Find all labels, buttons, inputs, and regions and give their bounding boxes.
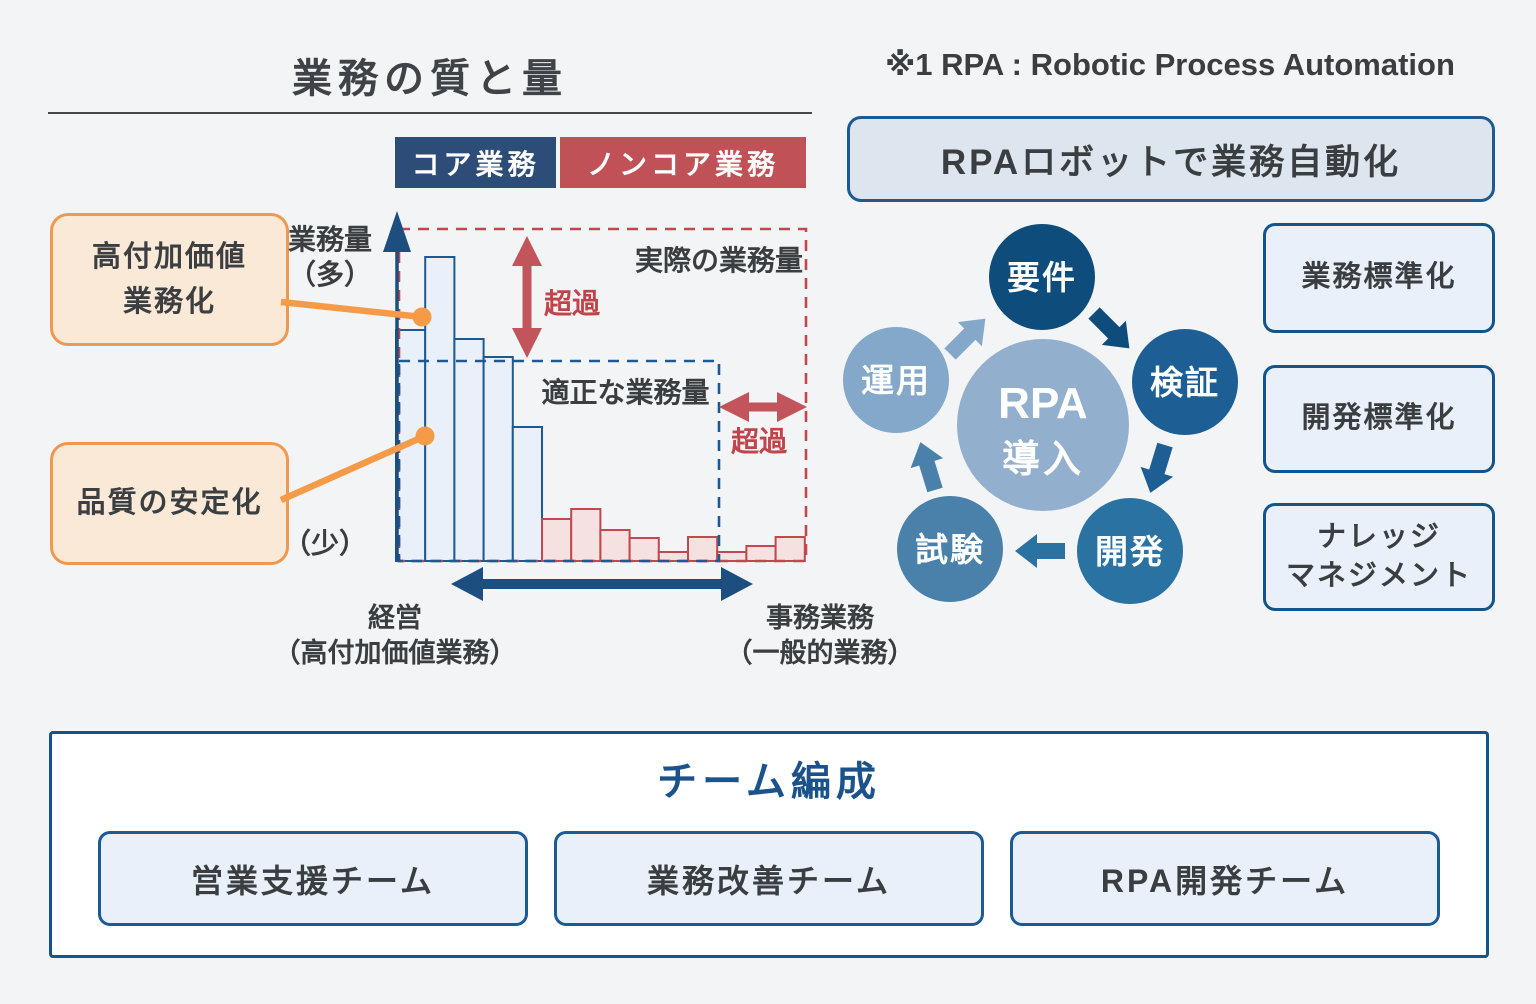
rpa-center-label: 導入 <box>1002 439 1084 481</box>
cycle-arrow <box>944 318 986 360</box>
noncore-bar <box>599 529 631 562</box>
actual-workload-dashed-box <box>397 227 808 563</box>
cycle-step-label: 運用 <box>861 362 931 399</box>
noncore-bar <box>716 551 748 562</box>
callout-quality-stability: 品質の安定化 <box>50 442 289 565</box>
title-underline <box>48 112 812 114</box>
actual-workload-label: 実際の業務量 <box>634 245 803 276</box>
x-axis-label-left: 経営 （高付加価値業務） <box>273 603 517 669</box>
noncore-bar <box>570 508 602 562</box>
legend-core-badge: コア業務 <box>395 137 556 188</box>
cycle-step-circle <box>1132 329 1238 435</box>
excess-vertical-arrowhead-down <box>512 328 542 358</box>
team-box-sales-support: 営業支援チーム <box>98 831 528 926</box>
appropriate-workload-label: 適正な業務量 <box>541 377 710 408</box>
side-box-dev-standardization: 開発標準化 <box>1263 365 1495 473</box>
callout-line: 高付加価値 <box>91 240 247 273</box>
team-section-title: チーム編成 <box>657 760 881 804</box>
excess-vertical-arrowhead-up <box>512 236 542 266</box>
rpa-center-label: RPA <box>998 379 1088 428</box>
callout-high-value-work: 高付加価値 業務化 <box>50 213 289 346</box>
noncore-bar <box>774 536 806 562</box>
noncore-bar <box>745 545 777 562</box>
team-box-process-improvement: 業務改善チーム <box>554 831 984 926</box>
noncore-bar <box>628 537 660 562</box>
team-box-rpa-development: RPA開発チーム <box>1010 831 1440 926</box>
y-axis-label-bottom: （少） <box>282 528 367 559</box>
core-bar <box>453 338 485 562</box>
cycle-arrow <box>910 442 944 493</box>
cycle-arrow <box>1015 534 1065 568</box>
workload-chart-svg <box>279 211 808 601</box>
cycle-step-circle <box>989 224 1095 330</box>
callout-line: 業務化 <box>122 285 216 318</box>
cycle-step-label: 開発 <box>1095 533 1165 570</box>
callout-connector-line <box>279 433 427 503</box>
x-range-arrowhead-right <box>721 567 753 601</box>
cycle-step-circle <box>843 327 949 433</box>
legend-noncore-badge: ノンコア業務 <box>560 137 806 188</box>
core-bar <box>424 256 456 562</box>
excess-horizontal-arrowhead-right <box>777 392 807 422</box>
cycle-step-circle <box>1077 498 1183 604</box>
cycle-step-label: 要件 <box>1007 259 1077 296</box>
side-box-business-standardization: 業務標準化 <box>1263 223 1495 333</box>
team-section: チーム編成 営業支援チーム 業務改善チーム RPA開発チーム <box>49 731 1489 958</box>
x-axis-label-right: 事務業務 （一般的業務） <box>725 603 915 669</box>
y-axis-label-top: 業務量 （多） <box>287 224 372 290</box>
rpa-center-circle <box>957 339 1129 511</box>
cycle-step-circle <box>897 496 1003 602</box>
callout-connector-dot <box>415 426 435 446</box>
noncore-bar <box>541 518 573 562</box>
excess-horizontal-label: 超過 <box>731 426 788 457</box>
left-chart-title: 業務の質と量 <box>292 57 568 101</box>
team-row: 営業支援チーム 業務改善チーム RPA開発チーム <box>98 831 1440 926</box>
core-bar <box>482 356 514 562</box>
noncore-bar <box>657 551 689 562</box>
y-axis-arrowhead <box>383 211 411 252</box>
callout-connector-dot <box>412 307 432 327</box>
cycle-step-label: 試験 <box>915 531 985 568</box>
x-range-arrowhead-left <box>451 567 483 601</box>
cycle-arrow <box>1088 307 1130 349</box>
noncore-bar <box>687 536 719 562</box>
appropriate-workload-dashed-box <box>397 359 721 563</box>
excess-vertical-label: 超過 <box>544 288 601 319</box>
side-box-knowledge-management: ナレッジ マネジメント <box>1263 503 1495 611</box>
cycle-step-label: 検証 <box>1150 364 1220 401</box>
callout-connector-line <box>280 298 423 321</box>
cycle-arrow <box>1140 442 1174 493</box>
callout-line: 品質の安定化 <box>76 487 263 520</box>
rpa-banner: RPAロボットで業務自動化 <box>847 116 1495 202</box>
excess-horizontal-arrowhead-left <box>719 392 749 422</box>
rpa-footnote: ※1 RPA : Robotic Process Automation <box>885 47 1455 82</box>
core-bar <box>511 426 543 562</box>
